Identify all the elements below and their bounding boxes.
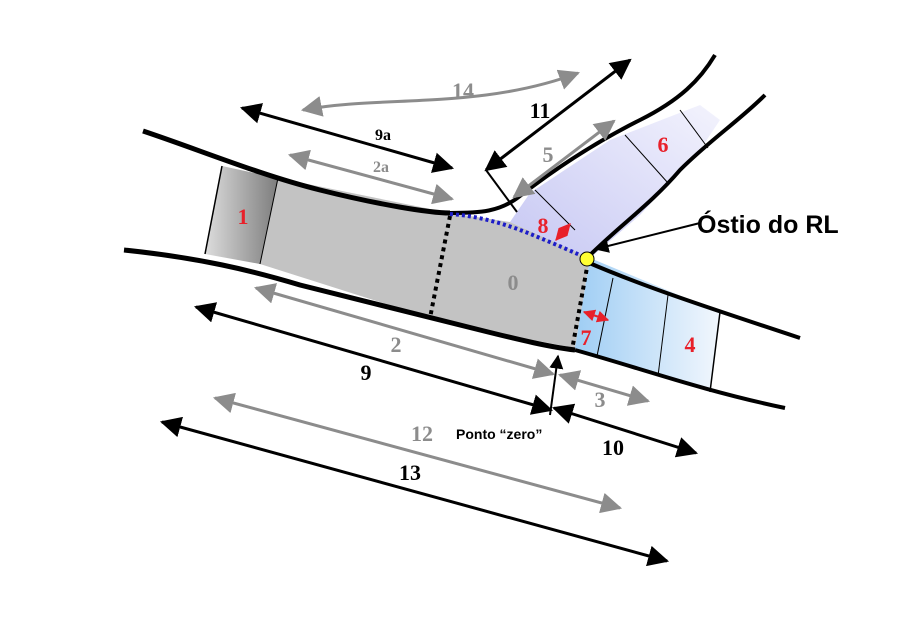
measure-10-arrow — [551, 403, 699, 458]
measure-label-3: 3 — [595, 387, 606, 412]
measure-11-tick — [485, 169, 518, 213]
measure-label-5: 5 — [543, 142, 554, 167]
divider-1 — [204, 165, 223, 255]
measure-label-12: 12 — [411, 421, 433, 446]
side-branch-lower-wall — [585, 93, 767, 260]
segment-label-8: 8 — [538, 213, 549, 238]
divider-6b — [679, 109, 709, 149]
measure-3-arrow — [557, 370, 651, 406]
measure-label-2a: 2a — [373, 159, 389, 176]
segment-label-4: 4 — [685, 332, 696, 357]
segment-label-6: 6 — [658, 132, 669, 157]
zero-point-pointer — [549, 354, 564, 416]
measure-9a-arrow — [239, 103, 455, 173]
segment-8-arrow — [555, 223, 571, 241]
measure-label-14: 14 — [452, 78, 474, 103]
segment-label-0: 0 — [508, 270, 519, 295]
divider-4b — [709, 311, 721, 393]
measure-9-arrow — [193, 302, 554, 415]
divider-1-2 — [259, 177, 279, 265]
measure-label-2: 2 — [391, 332, 402, 357]
ostium-label: Óstio do RL — [697, 209, 839, 239]
dotted-boundary-left — [428, 215, 452, 319]
measure-label-10: 10 — [602, 435, 624, 460]
main-vessel-right-upper-wall — [586, 260, 801, 340]
dotted-carina-line — [449, 212, 588, 260]
main-vessel-right-lower-wall — [574, 348, 786, 410]
ostium-pointer-line — [594, 222, 701, 253]
zero-point-label: Ponto “zero” — [456, 426, 542, 442]
measure-label-13: 13 — [399, 460, 421, 485]
ostium-dot — [579, 251, 595, 267]
divider-6a — [624, 134, 669, 184]
dotted-boundary-right — [570, 261, 590, 351]
segment-label-1: 1 — [238, 204, 249, 229]
segment-7-arrow — [582, 309, 610, 323]
measure-13-arrow — [159, 416, 670, 567]
measure-label-11: 11 — [530, 98, 551, 123]
measure-label-9: 9 — [361, 360, 372, 385]
segment-1-fill — [205, 166, 278, 264]
divider-4a — [657, 294, 669, 377]
segment-label-7: 7 — [581, 325, 592, 350]
measure-11-arrow — [484, 58, 632, 172]
measure-label-9a: 9a — [375, 127, 391, 144]
